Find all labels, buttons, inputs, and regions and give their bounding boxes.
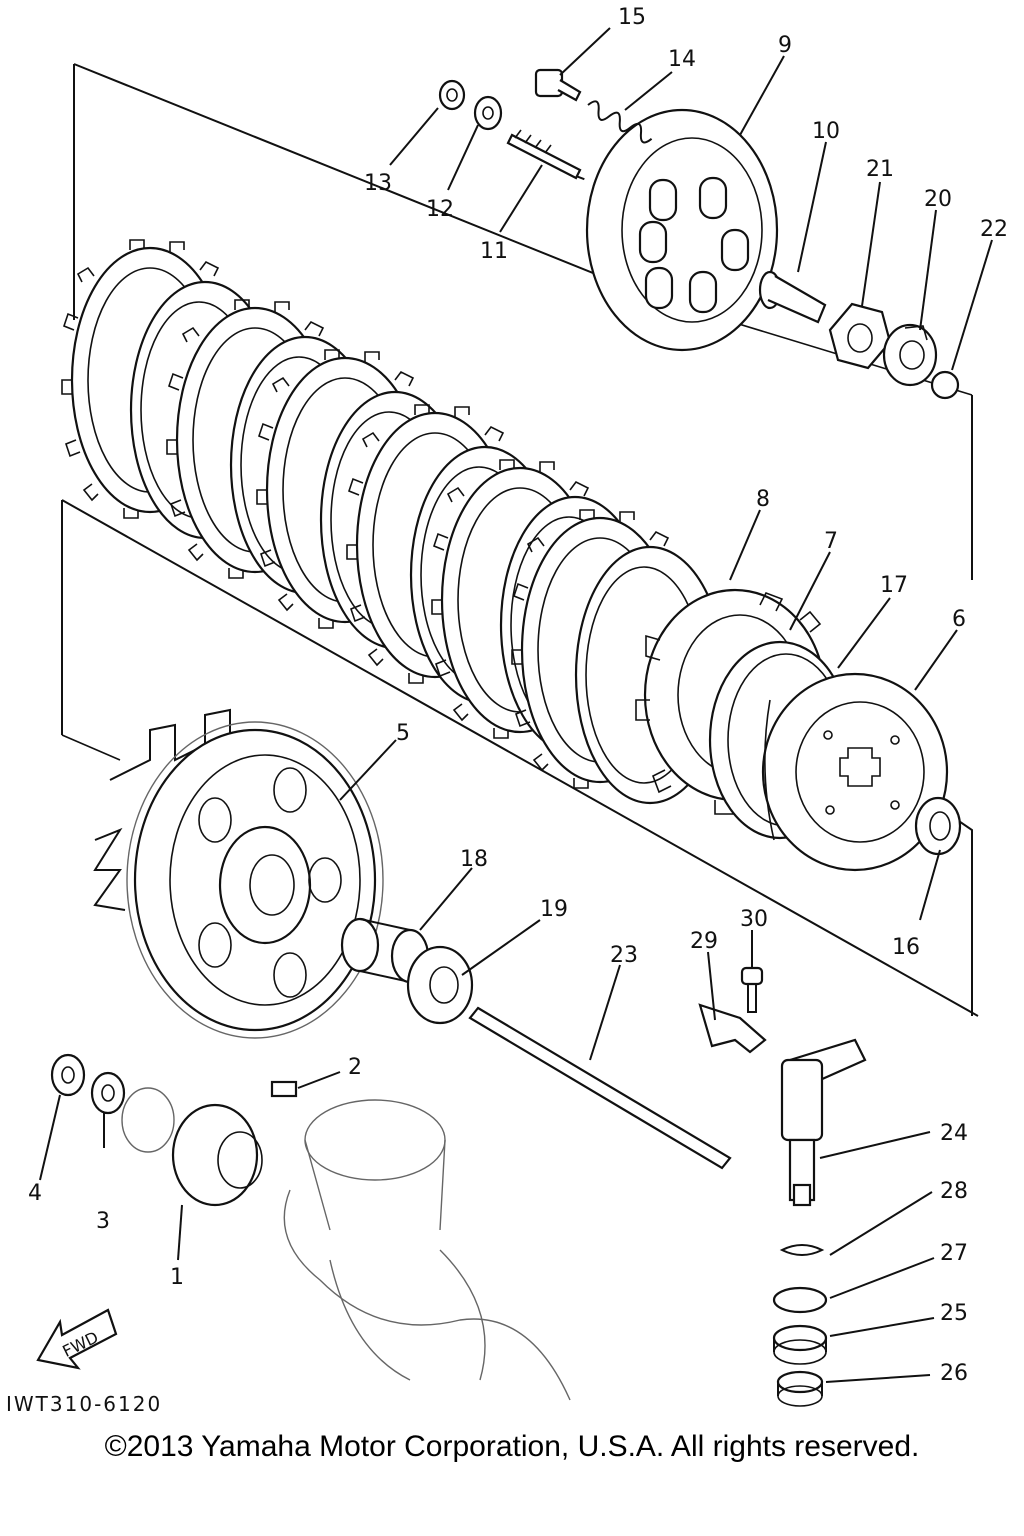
clutch-housing-part-5 <box>93 708 384 1039</box>
callout-4: 4 <box>28 1181 42 1206</box>
callout-13: 13 <box>364 171 392 196</box>
seal-stack <box>772 1244 828 1407</box>
washer-part-27 <box>772 1286 828 1314</box>
callout-5: 5 <box>396 721 410 746</box>
primary-drive-parts <box>50 1053 298 1207</box>
callout-15: 15 <box>618 5 646 30</box>
pressure-plate-part-9 <box>585 108 779 352</box>
callout-28: 28 <box>940 1179 968 1204</box>
callout-23: 23 <box>610 943 638 968</box>
gear-part-1 <box>171 1103 259 1207</box>
nut-part-4 <box>50 1053 86 1097</box>
callout-17: 17 <box>880 573 908 598</box>
callout-24: 24 <box>940 1121 968 1146</box>
callout-25: 25 <box>940 1301 968 1326</box>
callout-12: 12 <box>426 197 454 222</box>
lock-washer-part-20 <box>882 323 938 387</box>
callout-14: 14 <box>668 47 696 72</box>
spring-part-28 <box>779 1244 825 1256</box>
callout-3: 3 <box>96 1209 110 1234</box>
seal-part-25 <box>772 1324 828 1352</box>
callout-labels: 15 14 9 10 21 20 22 13 12 11 8 7 17 6 5 … <box>28 5 1008 1386</box>
leader-lines <box>39 27 993 1383</box>
washer-part-16 <box>914 796 962 856</box>
copyright-notice: ©2013 Yamaha Motor Corporation, U.S.A. A… <box>104 1430 920 1463</box>
small-hardware <box>438 68 656 180</box>
pressure-plate-part-6 <box>761 672 949 872</box>
callout-16: 16 <box>892 935 920 960</box>
callout-2: 2 <box>348 1055 362 1080</box>
spacer-part-18 <box>340 917 430 984</box>
callout-22: 22 <box>980 217 1008 242</box>
push-lever-part-24 <box>780 1038 867 1207</box>
callout-10: 10 <box>812 119 840 144</box>
crankshaft-ghost <box>283 1099 571 1401</box>
plate-part-29 <box>698 1003 767 1054</box>
callout-26: 26 <box>940 1361 968 1386</box>
thrust-washer-part-19 <box>406 945 474 1025</box>
forward-arrow: FWD <box>36 1308 118 1370</box>
key-part-2 <box>270 1080 298 1098</box>
drawing-code: IWT310-6120 <box>6 1392 163 1416</box>
callout-30: 30 <box>740 907 768 932</box>
callout-20: 20 <box>924 187 952 212</box>
washer-part-3 <box>90 1071 126 1115</box>
callout-21: 21 <box>866 157 894 182</box>
callout-8: 8 <box>756 487 770 512</box>
nut-part-21 <box>828 302 892 370</box>
callout-9: 9 <box>778 33 792 58</box>
callout-7: 7 <box>824 529 838 554</box>
callout-18: 18 <box>460 847 488 872</box>
callout-1: 1 <box>170 1265 184 1290</box>
callout-19: 19 <box>540 897 568 922</box>
ball-part-22 <box>930 370 960 400</box>
push-rod-part-10 <box>758 270 827 324</box>
push-rod-part-23 <box>468 1006 732 1170</box>
callout-27: 27 <box>940 1241 968 1266</box>
screw-part-30 <box>740 966 764 1013</box>
callout-11: 11 <box>480 239 508 264</box>
callout-29: 29 <box>690 929 718 954</box>
callout-6: 6 <box>952 607 966 632</box>
